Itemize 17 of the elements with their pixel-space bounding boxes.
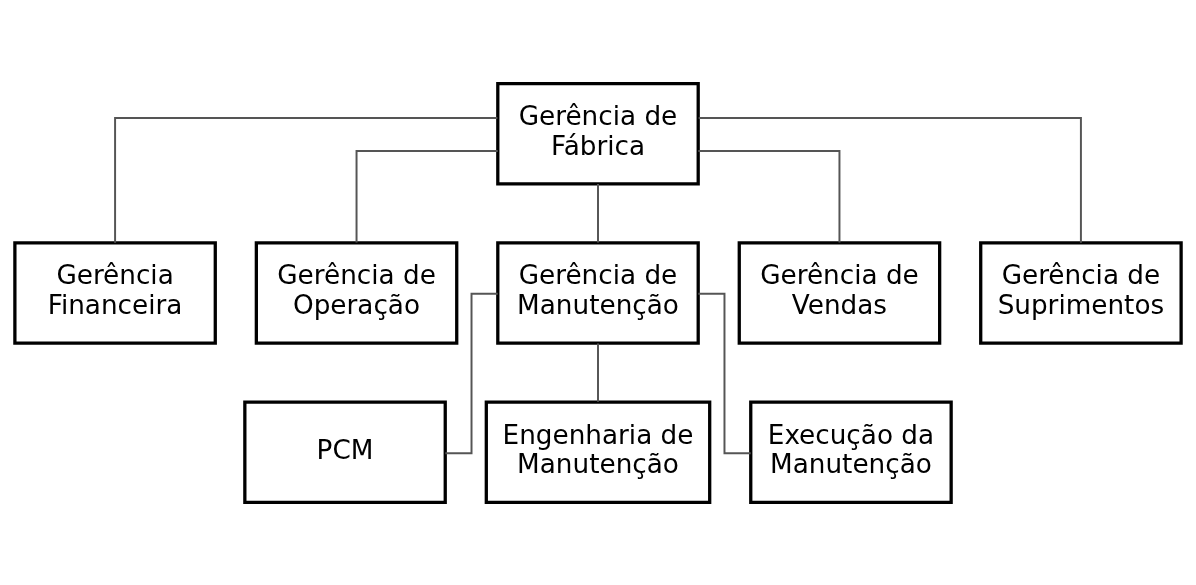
node-box: Gerência de Suprimentos (979, 240, 1183, 345)
connector (597, 341, 599, 403)
node-box: Execução da Manutenção (749, 400, 953, 504)
node-box: Gerência de Operação (254, 240, 459, 345)
node-box: PCM (243, 400, 447, 504)
connector (444, 292, 499, 454)
connector (355, 149, 499, 243)
connector (114, 116, 499, 244)
node-box: Gerência de Vendas (737, 240, 942, 345)
connector (697, 149, 841, 243)
node-box: Gerência Financeira (13, 240, 217, 345)
node-box: Gerência de Fábrica (496, 81, 700, 185)
connector (597, 182, 599, 243)
connector (697, 292, 752, 454)
connector (697, 116, 1082, 244)
node-box: Gerência de Manutenção (496, 240, 700, 345)
node-box: Engenharia de Manutenção (484, 400, 712, 504)
